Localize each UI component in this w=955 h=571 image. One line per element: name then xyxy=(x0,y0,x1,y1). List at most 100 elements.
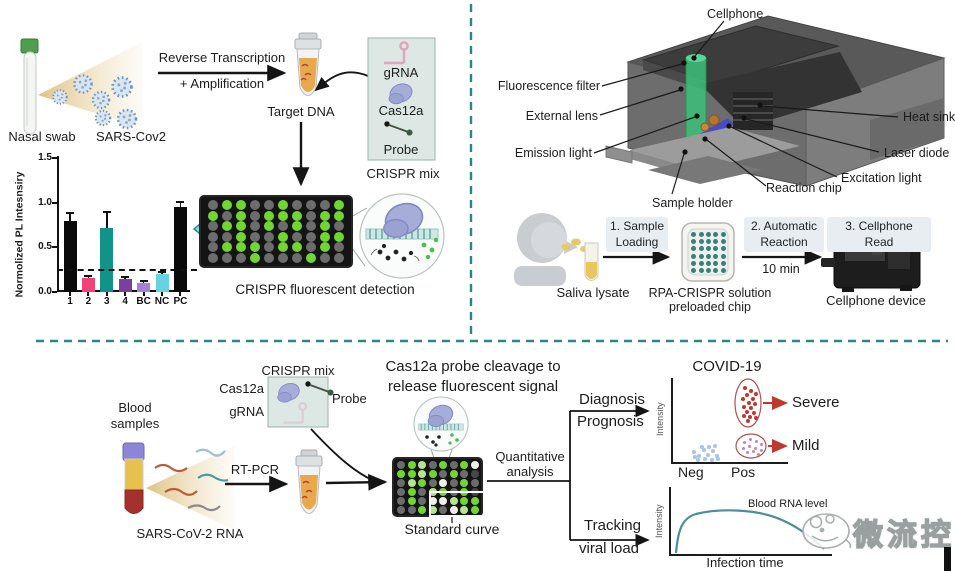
plate-well xyxy=(292,231,302,242)
bar-xtick-mark xyxy=(87,292,90,296)
standard-curve-highlight xyxy=(429,491,485,517)
plate-well xyxy=(407,496,416,505)
cas12a-magnifier xyxy=(341,193,445,279)
cas12a-label: Cas12a xyxy=(378,103,424,118)
plate-well xyxy=(418,487,427,496)
plate-well xyxy=(292,221,302,232)
plate-well xyxy=(278,242,288,253)
plate-well xyxy=(407,469,416,478)
plate-well xyxy=(292,210,302,221)
chip-dot xyxy=(720,260,726,266)
plate-well xyxy=(222,252,232,263)
plate-well xyxy=(320,200,330,211)
external-lens-label: External lens xyxy=(525,109,598,123)
chip-dot xyxy=(713,232,719,238)
plate-well xyxy=(428,505,437,514)
data-point xyxy=(743,386,747,390)
plate-well xyxy=(320,242,330,253)
bar xyxy=(118,278,132,292)
analysis-bracket xyxy=(487,404,650,547)
plate-well xyxy=(397,496,406,505)
plate-well xyxy=(250,252,260,263)
data-point xyxy=(703,457,707,461)
rna-strand-icons xyxy=(154,448,229,512)
quantitative-label-1: Quantitative xyxy=(495,449,565,464)
detection-caption: CRISPR fluorescent detection xyxy=(235,282,415,297)
chip-dot xyxy=(705,260,711,266)
error-bar-cap xyxy=(102,210,111,213)
chip-dot xyxy=(705,232,711,238)
cellphone-reader-device xyxy=(605,15,946,187)
data-point xyxy=(754,416,758,420)
plate-well xyxy=(264,221,274,232)
chip-dot xyxy=(698,267,704,273)
mix-merge-curve xyxy=(310,428,375,482)
plate-well xyxy=(470,469,479,478)
plate-well xyxy=(407,460,416,469)
target-dna-label: Target DNA xyxy=(267,104,335,119)
saliva-tube-icon xyxy=(584,242,599,281)
blood-rna-level-label: Blood RNA level xyxy=(748,498,828,510)
error-bar-line xyxy=(179,201,182,208)
covid-ylabel: Intensity xyxy=(654,402,665,436)
plate-well xyxy=(208,221,218,232)
plate-well xyxy=(439,505,448,514)
data-point xyxy=(755,440,759,444)
plate-well xyxy=(334,231,344,242)
plate-well xyxy=(208,210,218,221)
device-leader-dots xyxy=(678,55,763,155)
bar-ytick-label: 0.0 xyxy=(38,286,52,297)
chip-well-dots xyxy=(690,231,727,274)
plate-well xyxy=(264,200,274,211)
crispr-mix-box-icon xyxy=(367,37,436,161)
plate-well xyxy=(439,478,448,487)
plate-well xyxy=(418,460,427,469)
watermark-logo xyxy=(802,513,852,549)
chip-dot xyxy=(691,267,697,273)
bar-xtick-label: BC xyxy=(136,296,151,307)
data-point xyxy=(693,455,697,459)
chip-dot xyxy=(713,260,719,266)
plate-well xyxy=(320,210,330,221)
bar-xtick-mark xyxy=(69,292,71,296)
cellphone-device-caption: Cellphone device xyxy=(826,293,926,308)
chip-dot xyxy=(691,239,697,245)
rna-spray-cone xyxy=(146,446,234,530)
plate-well xyxy=(306,242,316,253)
standard-curve-label: Standard curve xyxy=(404,521,500,537)
step1-line1: 1. Sample xyxy=(609,219,665,233)
plate-well xyxy=(428,496,437,505)
data-point xyxy=(748,445,752,449)
chip-dot xyxy=(705,253,711,259)
plate-well xyxy=(470,460,479,469)
heat-sink-label: Heat sink xyxy=(903,110,955,124)
probe-label: Probe xyxy=(383,142,419,157)
plate-well xyxy=(236,221,246,232)
mild-label: Mild xyxy=(792,437,820,454)
data-point xyxy=(692,450,696,454)
bar-xtick-mark xyxy=(124,292,127,296)
plate-well xyxy=(320,231,330,242)
plate-well xyxy=(250,221,260,232)
chip-dot xyxy=(698,253,704,259)
plate-well xyxy=(418,469,427,478)
sample-holder-tray xyxy=(630,127,800,170)
error-bar-line xyxy=(106,211,108,228)
saliva-lysate-label: Saliva lysate xyxy=(556,285,630,300)
chip-dot xyxy=(691,232,697,238)
infection-time-label: Infection time xyxy=(706,555,784,570)
plate-well xyxy=(306,210,316,221)
step2-line1: 2. Automatic xyxy=(750,219,818,233)
data-point xyxy=(754,447,758,451)
sample-holder-label: Sample holder xyxy=(652,196,733,210)
blood-tube-icon xyxy=(122,442,145,514)
plate-well xyxy=(397,478,406,487)
rt-pcr-label: RT-PCR xyxy=(230,462,280,477)
plate-well xyxy=(449,469,458,478)
plate-well xyxy=(250,231,260,242)
plate-well xyxy=(407,478,416,487)
plate-well xyxy=(397,505,406,514)
plate-well xyxy=(320,252,330,263)
plate-well xyxy=(428,478,437,487)
data-point xyxy=(760,443,764,447)
